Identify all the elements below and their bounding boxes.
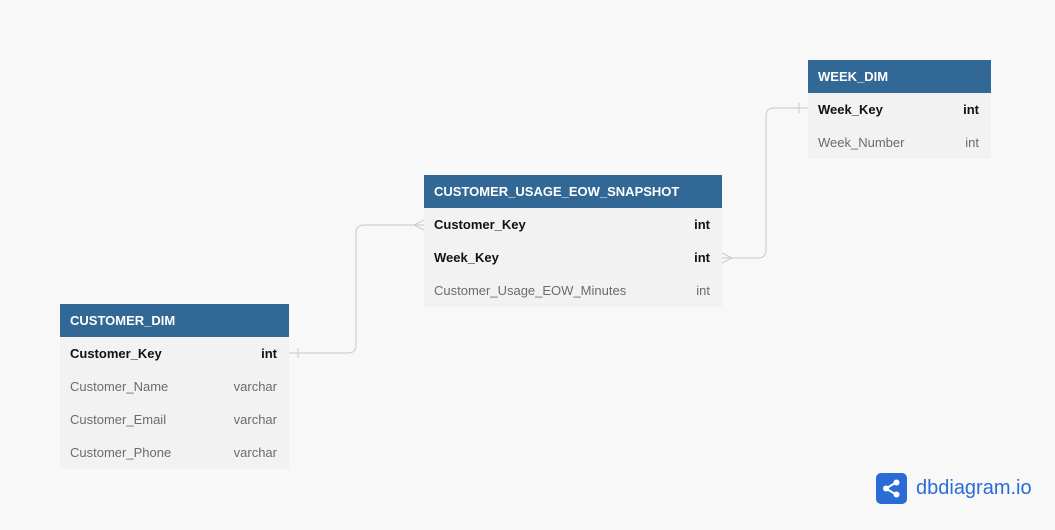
column-row[interactable]: Customer_Key int <box>60 337 289 370</box>
column-type: int <box>261 346 277 361</box>
many-marker <box>721 252 734 264</box>
table-customer-dim[interactable]: CUSTOMER_DIM Customer_Key int Customer_N… <box>60 304 289 469</box>
column-name: Customer_Key <box>434 217 526 232</box>
column-type: varchar <box>233 412 277 427</box>
column-row[interactable]: Customer_Email varchar <box>60 403 289 436</box>
column-type: int <box>963 102 979 117</box>
table-customer-usage-eow-snapshot[interactable]: CUSTOMER_USAGE_EOW_SNAPSHOT Customer_Key… <box>424 175 722 307</box>
column-name: Customer_Name <box>70 379 169 394</box>
column-row[interactable]: Week_Key int <box>808 93 991 126</box>
dbdiagram-logo[interactable]: dbdiagram.io <box>876 472 1032 504</box>
share-nodes-icon <box>876 472 907 504</box>
column-row[interactable]: Week_Number int <box>808 126 991 159</box>
relation-customer-key <box>289 224 424 354</box>
table-header[interactable]: CUSTOMER_DIM <box>60 304 289 337</box>
column-type: int <box>694 217 710 232</box>
table-header[interactable]: WEEK_DIM <box>808 60 991 93</box>
column-name: Customer_Key <box>70 346 162 361</box>
column-name: Week_Key <box>434 250 499 265</box>
column-type: int <box>696 283 710 298</box>
column-type: varchar <box>233 379 277 394</box>
column-name: Customer_Email <box>70 412 167 427</box>
table-week-dim[interactable]: WEEK_DIM Week_Key int Week_Number int <box>808 60 991 159</box>
column-type: int <box>694 250 710 265</box>
many-marker <box>412 219 425 231</box>
column-row[interactable]: Customer_Name varchar <box>60 370 289 403</box>
column-name: Customer_Usage_EOW_Minutes <box>434 283 627 298</box>
column-type: varchar <box>233 445 277 460</box>
column-name: Week_Number <box>818 135 905 150</box>
column-name: Customer_Phone <box>70 445 172 460</box>
column-row[interactable]: Customer_Phone varchar <box>60 436 289 469</box>
column-row[interactable]: Customer_Key int <box>424 208 722 241</box>
relation-week-key <box>722 107 808 259</box>
column-name: Week_Key <box>818 102 883 117</box>
table-header[interactable]: CUSTOMER_USAGE_EOW_SNAPSHOT <box>424 175 722 208</box>
logo-text: dbdiagram.io <box>916 476 1032 499</box>
column-type: int <box>965 135 979 150</box>
column-row[interactable]: Customer_Usage_EOW_Minutes int <box>424 274 722 307</box>
column-row[interactable]: Week_Key int <box>424 241 722 274</box>
